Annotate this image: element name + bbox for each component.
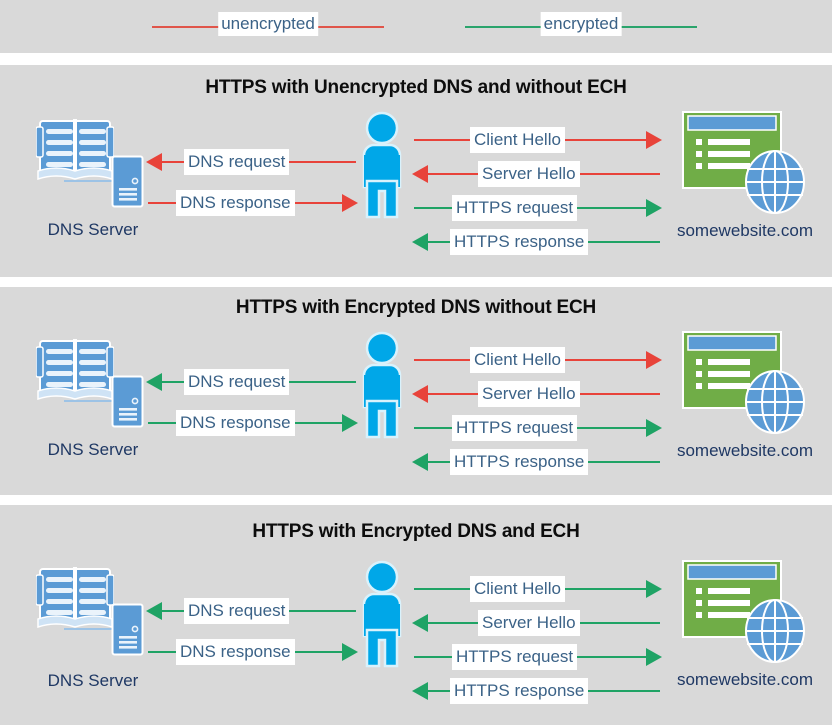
flow-https-response: HTTPS response (412, 678, 660, 704)
flow-https-request: HTTPS request (414, 415, 662, 441)
dns-server-label: DNS Server (47, 671, 139, 690)
flow-label-https-response: HTTPS response (450, 449, 589, 475)
arrow-head-right-icon (646, 580, 662, 598)
flow-server-hello: Server Hello (412, 161, 660, 187)
browser-window-icon (682, 111, 782, 189)
flow-label-server-hello: Server Hello (478, 161, 580, 187)
dns-connector-line (64, 180, 114, 182)
arrow-head-right-icon (342, 414, 358, 432)
arrow-head-right-icon (646, 419, 662, 437)
flow-client-hello: Client Hello (414, 127, 662, 153)
arrow-head-left-icon (412, 385, 428, 403)
flow-label-dns-response: DNS response (176, 190, 295, 216)
flow-dns-response: DNS response (148, 639, 358, 665)
flow-https-response: HTTPS response (412, 229, 660, 255)
dns-connector-line (64, 400, 114, 402)
arrow-head-left-icon (412, 453, 428, 471)
dns-connector-line (64, 628, 114, 630)
person-icon (351, 331, 413, 441)
arrow-head-right-icon (342, 643, 358, 661)
panel-title: HTTPS with Encrypted DNS and ECH (252, 521, 580, 542)
arrow-head-left-icon (146, 153, 162, 171)
flow-label-https-request: HTTPS request (452, 195, 578, 221)
arrow-head-right-icon (646, 199, 662, 217)
arrow-head-left-icon (412, 614, 428, 632)
flow-label-https-response: HTTPS response (450, 678, 589, 704)
flow-label-dns-request: DNS request (184, 598, 290, 624)
scenario-panel-2: HTTPS with Encrypted DNS without ECH DNS… (0, 287, 832, 495)
flow-dns-response: DNS response (148, 410, 358, 436)
book-icon (35, 115, 115, 185)
arrow-head-right-icon (342, 194, 358, 212)
flow-dns-response: DNS response (148, 190, 358, 216)
flow-label-server-hello: Server Hello (478, 381, 580, 407)
legend-item-unencrypted: unencrypted (152, 0, 384, 53)
flow-label-dns-request: DNS request (184, 149, 290, 175)
flow-label-server-hello: Server Hello (478, 610, 580, 636)
website-label: somewebsite.com (676, 221, 814, 240)
dns-server-label: DNS Server (47, 220, 139, 239)
legend-label-unencrypted: unencrypted (218, 12, 318, 36)
arrow-head-left-icon (146, 602, 162, 620)
globe-icon (744, 369, 806, 435)
server-tower-icon (111, 155, 144, 208)
flow-https-response: HTTPS response (412, 449, 660, 475)
server-tower-icon (111, 375, 144, 428)
book-icon (35, 563, 115, 633)
arrow-head-left-icon (412, 682, 428, 700)
flow-dns-request: DNS request (146, 598, 356, 624)
flow-label-https-request: HTTPS request (452, 415, 578, 441)
arrow-head-right-icon (646, 131, 662, 149)
flow-label-dns-response: DNS response (176, 410, 295, 436)
flow-dns-request: DNS request (146, 369, 356, 395)
legend-panel: unencrypted encrypted (0, 0, 832, 53)
flow-https-request: HTTPS request (414, 195, 662, 221)
scenario-panel-1: HTTPS with Unencrypted DNS and without E… (0, 65, 832, 277)
website-label: somewebsite.com (676, 441, 814, 460)
flow-server-hello: Server Hello (412, 381, 660, 407)
arrow-head-right-icon (646, 648, 662, 666)
flow-label-dns-response: DNS response (176, 639, 295, 665)
person-icon (351, 111, 413, 221)
panel-title: HTTPS with Encrypted DNS without ECH (235, 297, 597, 318)
globe-icon (744, 149, 806, 215)
arrow-head-left-icon (146, 373, 162, 391)
flow-client-hello: Client Hello (414, 576, 662, 602)
flow-client-hello: Client Hello (414, 347, 662, 373)
flow-https-request: HTTPS request (414, 644, 662, 670)
globe-icon (744, 598, 806, 664)
arrow-head-left-icon (412, 165, 428, 183)
flow-label-client-hello: Client Hello (470, 347, 565, 373)
flow-label-dns-request: DNS request (184, 369, 290, 395)
panel-title: HTTPS with Unencrypted DNS and without E… (205, 77, 627, 98)
flow-dns-request: DNS request (146, 149, 356, 175)
dns-server-label: DNS Server (47, 440, 139, 459)
book-icon (35, 335, 115, 405)
server-tower-icon (111, 603, 144, 656)
flow-server-hello: Server Hello (412, 610, 660, 636)
flow-label-https-response: HTTPS response (450, 229, 589, 255)
arrow-head-right-icon (646, 351, 662, 369)
flow-label-https-request: HTTPS request (452, 644, 578, 670)
arrow-head-left-icon (412, 233, 428, 251)
website-label: somewebsite.com (676, 670, 814, 689)
person-icon (351, 560, 413, 670)
legend-label-encrypted: encrypted (540, 12, 622, 36)
scenario-panel-3: HTTPS with Encrypted DNS and ECH DNS Ser… (0, 505, 832, 725)
flow-label-client-hello: Client Hello (470, 576, 565, 602)
legend-item-encrypted: encrypted (465, 0, 697, 53)
flow-label-client-hello: Client Hello (470, 127, 565, 153)
